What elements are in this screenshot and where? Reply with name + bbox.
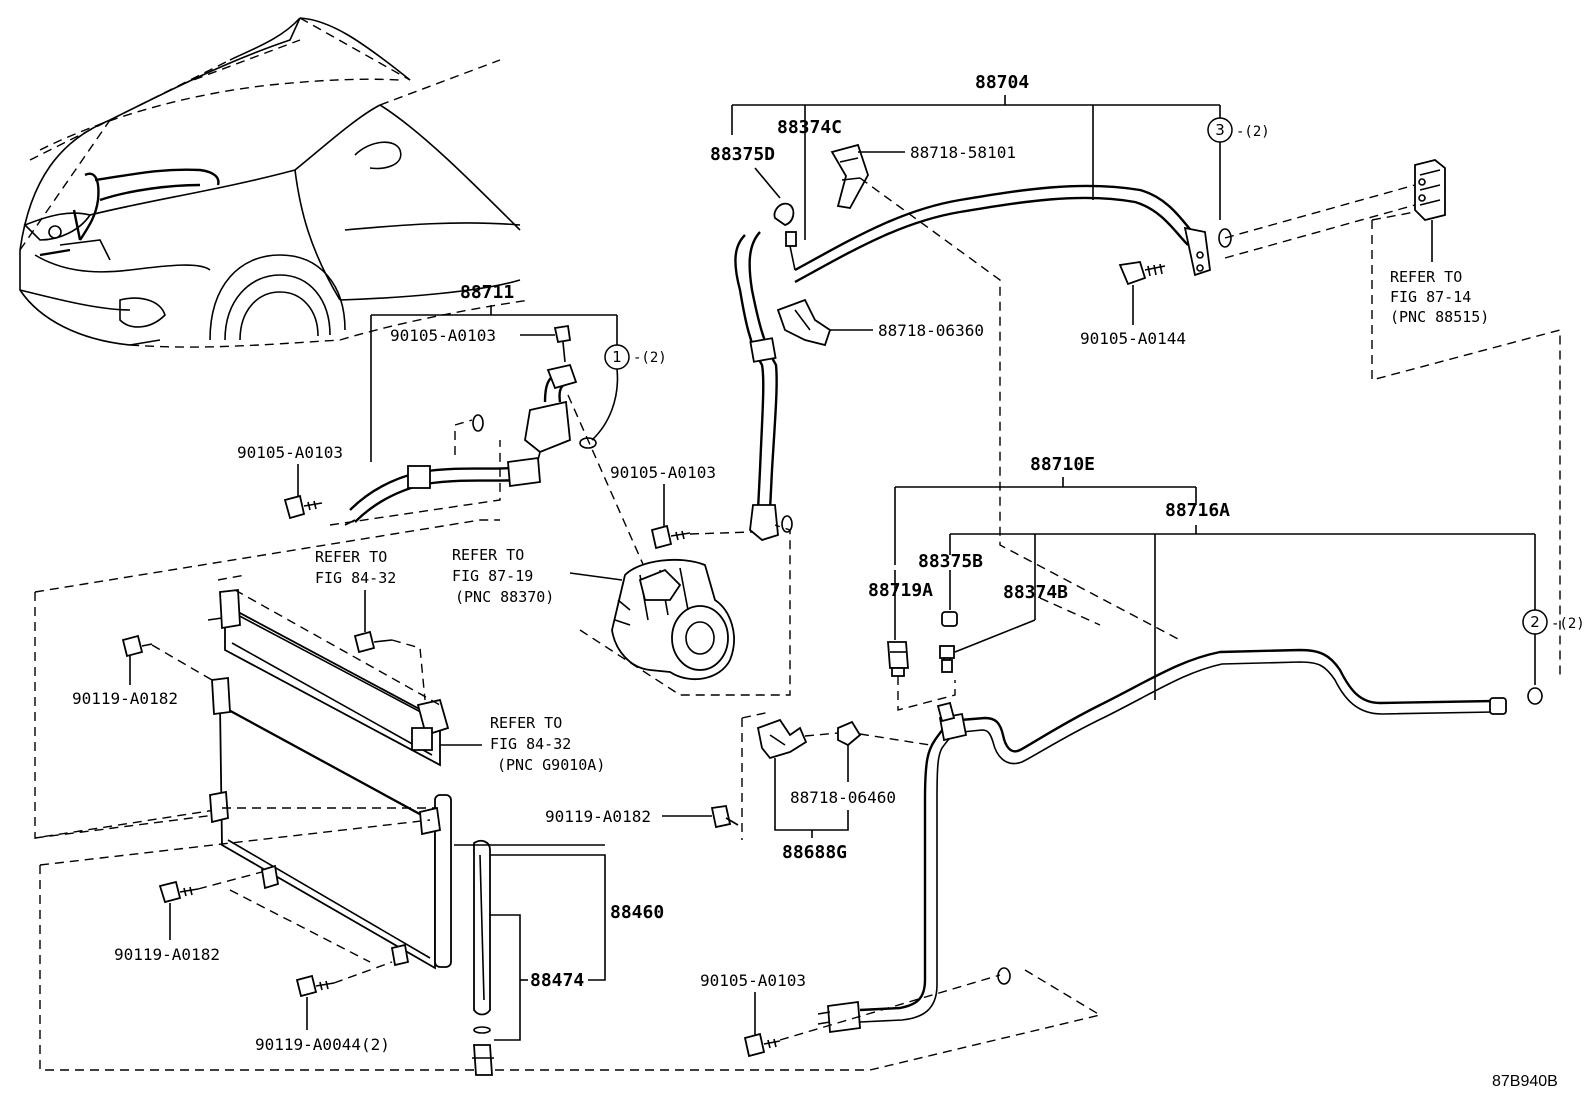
- bracket-88711: [370, 305, 618, 462]
- label-90119-A0044: 90119-A0044(2): [255, 1035, 390, 1054]
- bolt-90105-A0103-d: [743, 1032, 781, 1058]
- callout-2-num: 2: [1530, 613, 1540, 631]
- label-88688G: 88688G: [782, 842, 847, 863]
- label-88375D: 88375D: [710, 144, 775, 165]
- ref2-line2: FIG 87-19: [452, 567, 533, 585]
- label-88718-06460: 88718-06460: [790, 788, 896, 807]
- ref4-line3: (PNC G9010A): [497, 756, 605, 774]
- label-88710E: 88710E: [1030, 454, 1095, 475]
- ref2-line1: REFER TO: [452, 546, 524, 564]
- bolt-90119-A0044: [295, 974, 335, 998]
- bracket-88710E: [894, 477, 1197, 565]
- bolt-90119-A0182-a: [121, 634, 153, 658]
- diagram-code: 87B940B: [1492, 1073, 1558, 1090]
- bolt-90105-A0144: [1118, 260, 1166, 286]
- label-88719A: 88719A: [868, 580, 933, 601]
- hose-88711: [344, 363, 578, 526]
- label-88375B: 88375B: [918, 551, 983, 572]
- reference-fig-84-32-b: REFER TO FIG 84-32 (PNC G9010A): [490, 714, 605, 774]
- clamp-88718-06360: [776, 298, 832, 347]
- ref1-line2: FIG 87-14: [1390, 288, 1471, 306]
- callout-3-qty: -(2): [1236, 124, 1270, 140]
- label-88474: 88474: [530, 970, 584, 991]
- bolt-90119-A0182-b: [158, 880, 199, 904]
- label-88460: 88460: [610, 902, 664, 923]
- bracket-88704: [731, 95, 1221, 240]
- label-88374B: 88374B: [1003, 582, 1068, 603]
- bolt-90105-A0103-b: [283, 494, 323, 520]
- label-90119-A0182-c: 90119-A0182: [545, 807, 651, 826]
- bolt-90105-A0103-c: [650, 524, 691, 550]
- bolt-90119-A0182-c: [710, 804, 739, 829]
- hose-88704: [734, 184, 1232, 542]
- ref3-line1: REFER TO: [315, 548, 387, 566]
- compressor-ref: [611, 558, 735, 681]
- clamp-88688G: [756, 718, 808, 760]
- clamp-88718-58101: [830, 143, 869, 209]
- label-90105-A0103-a: 90105-A0103: [390, 326, 496, 345]
- label-90119-A0182-a: 90119-A0182: [72, 689, 178, 708]
- label-88374C: 88374C: [777, 117, 842, 138]
- callout-3-num: 3: [1215, 121, 1225, 139]
- ref3-line2: FIG 84-32: [315, 569, 396, 587]
- tube-88716A: [817, 648, 1507, 1034]
- label-90105-A0103-b: 90105-A0103: [237, 443, 343, 462]
- label-88711: 88711: [460, 282, 514, 303]
- reference-fig-87-19: REFER TO FIG 87-19 (PNC 88370): [452, 546, 554, 606]
- pressure-switch-88719A: [887, 641, 909, 677]
- reference-fig-87-14: REFER TO FIG 87-14 (PNC 88515): [1390, 268, 1489, 326]
- label-88718-06360: 88718-06360: [878, 321, 984, 340]
- callout-1-num: 1: [612, 348, 622, 366]
- label-90105-A0144: 90105-A0144: [1080, 329, 1186, 348]
- ref2-line3: (PNC 88370): [455, 588, 554, 606]
- cap-88375B: [941, 611, 958, 627]
- label-90105-A0103-d: 90105-A0103: [700, 971, 806, 990]
- label-88718-58101: 88718-58101: [910, 143, 1016, 162]
- clamp-88718-06460: [837, 720, 862, 747]
- ref1-line3: (PNC 88515): [1390, 308, 1489, 326]
- label-90119-A0182-b: 90119-A0182: [114, 945, 220, 964]
- ref4-line1: REFER TO: [490, 714, 562, 732]
- valve-88374B: [939, 645, 955, 673]
- radiator-ref: [207, 589, 450, 767]
- ref4-line2: FIG 84-32: [490, 735, 571, 753]
- reference-fig-84-32-a: REFER TO FIG 84-32: [315, 548, 396, 587]
- label-88704: 88704: [975, 72, 1029, 93]
- receiver-88474: [472, 839, 494, 1076]
- bolt-ref-84-32: [353, 630, 393, 654]
- callout-2-qty: -(2): [1551, 616, 1585, 632]
- bolt-90105-A0103-a: [553, 324, 572, 363]
- ref1-line1: REFER TO: [1390, 268, 1462, 286]
- vehicle-outline: [19, 17, 531, 348]
- condenser-88460: [209, 676, 452, 970]
- expansion-valve-ref: [1414, 159, 1446, 221]
- label-88716A: 88716A: [1165, 500, 1230, 521]
- bracket-88716A: [949, 525, 1536, 700]
- callout-1-qty: -(2): [633, 350, 667, 366]
- label-90105-A0103-c: 90105-A0103: [610, 463, 716, 482]
